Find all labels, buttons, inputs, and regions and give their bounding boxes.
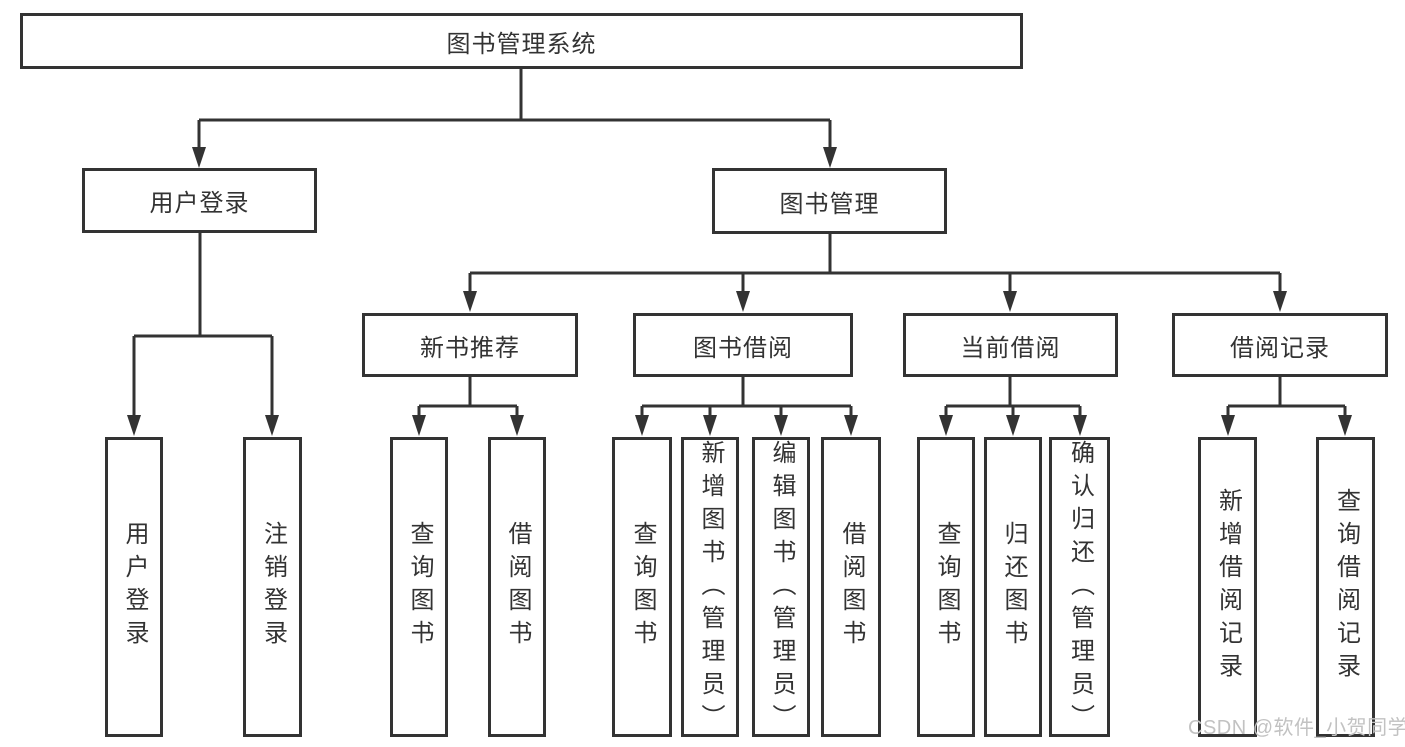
leaf-logout-login: 注销登录 — [243, 437, 302, 737]
leaf-confirm-return-admin: 确认归还（管理员） — [1049, 437, 1110, 737]
node-current-borrow: 当前借阅 — [903, 313, 1118, 377]
leaf-query-books-borrow: 查询图书 — [612, 437, 672, 737]
node-book-management: 图书管理 — [712, 168, 947, 234]
csdn-watermark: CSDN @软件_小贺同学 — [1188, 717, 1405, 739]
leaf-add-borrow-record: 新增借阅记录 — [1198, 437, 1257, 737]
leaf-query-borrow-record: 查询借阅记录 — [1316, 437, 1375, 737]
leaf-user-login: 用户登录 — [105, 437, 163, 737]
leaf-borrow-books-recommend: 借阅图书 — [488, 437, 546, 737]
leaf-edit-books-admin: 编辑图书（管理员） — [752, 437, 810, 737]
leaf-query-books-recommend: 查询图书 — [390, 437, 448, 737]
leaf-borrow-books: 借阅图书 — [821, 437, 881, 737]
node-borrow-records: 借阅记录 — [1172, 313, 1388, 377]
node-root-library-system: 图书管理系统 — [20, 13, 1023, 69]
node-book-borrow: 图书借阅 — [633, 313, 853, 377]
leaf-add-books-admin: 新增图书（管理员） — [681, 437, 739, 737]
node-user-login: 用户登录 — [82, 168, 317, 233]
leaf-return-books: 归还图书 — [984, 437, 1042, 737]
leaf-query-books-current: 查询图书 — [917, 437, 975, 737]
node-new-book-recommend: 新书推荐 — [362, 313, 578, 377]
